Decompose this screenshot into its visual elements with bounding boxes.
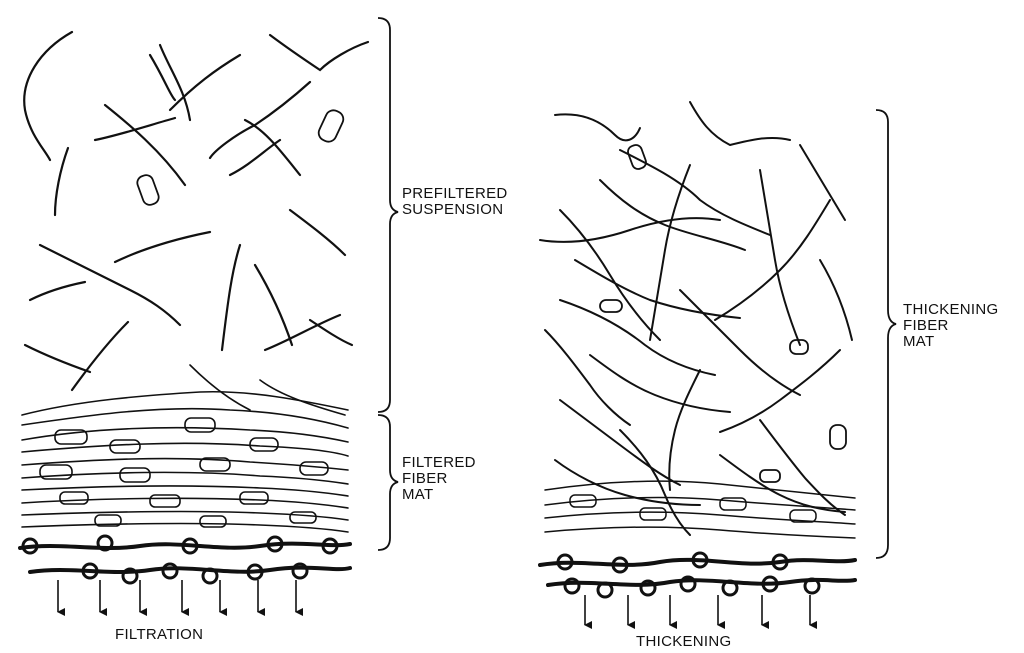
filtered-line-2: FIBER bbox=[402, 471, 476, 487]
prefiltered-suspension-label: PREFILTERED SUSPENSION bbox=[402, 186, 508, 218]
filtered-line-3: MAT bbox=[402, 487, 476, 503]
filtered-fiber-mat-label: FILTERED FIBER MAT bbox=[402, 455, 476, 503]
thickening-mat-line-3: MAT bbox=[903, 334, 999, 350]
thickening-mat-line-1: THICKENING bbox=[903, 302, 999, 318]
filtered-line-1: FILTERED bbox=[402, 455, 476, 471]
filtration-panel bbox=[20, 18, 398, 612]
prefiltered-line-2: SUSPENSION bbox=[402, 202, 508, 218]
fiber-network bbox=[540, 102, 852, 535]
filtration-flow-arrows bbox=[58, 580, 296, 612]
filtration-caption: FILTRATION bbox=[115, 627, 203, 643]
suspended-fibers bbox=[24, 32, 368, 390]
filtered-mat bbox=[22, 365, 348, 532]
dense-bottom-mat bbox=[545, 481, 855, 538]
thickening-panel bbox=[540, 102, 896, 625]
thickening-flow-arrows bbox=[585, 595, 810, 625]
right-filter-medium bbox=[540, 553, 855, 597]
right-brace bbox=[876, 110, 896, 558]
thickening-mat-line-2: FIBER bbox=[903, 318, 999, 334]
thickening-caption: THICKENING bbox=[636, 634, 732, 650]
thickening-fiber-mat-label: THICKENING FIBER MAT bbox=[903, 302, 999, 350]
left-braces bbox=[378, 18, 398, 550]
filter-medium bbox=[20, 536, 350, 583]
cell-particles bbox=[135, 108, 346, 207]
prefiltered-line-1: PREFILTERED bbox=[402, 186, 508, 202]
